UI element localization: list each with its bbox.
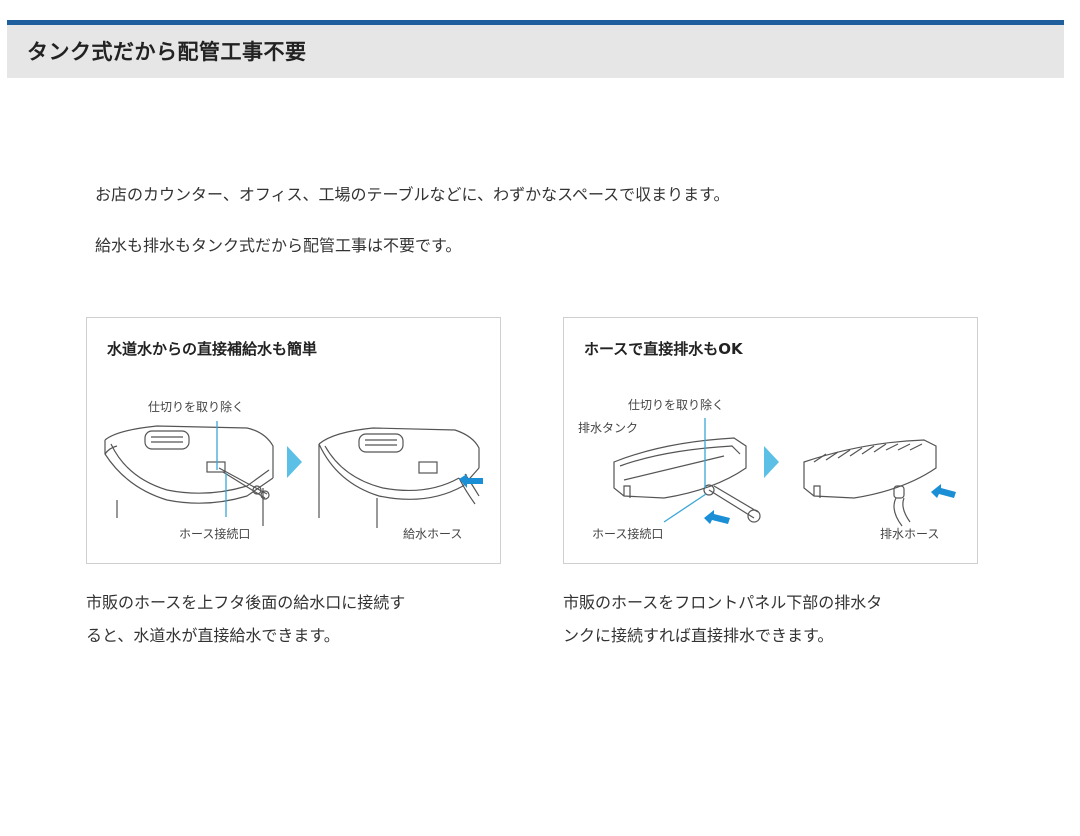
label-drain-tank: 排水タンク [578, 421, 639, 435]
label-remove-divider: 仕切りを取り除く [148, 400, 245, 414]
water-supply-card: 水道水からの直接補給水も簡単 仕切りを取り [86, 317, 501, 564]
caption-line: 市販のホースをフロントパネル下部の排水タ [563, 593, 883, 612]
water-supply-illustration-icon [104, 421, 483, 528]
label-remove-divider: 仕切りを取り除く [628, 398, 725, 412]
label-hose-port: ホース接続口 [592, 527, 664, 541]
label-hose-port: ホース接続口 [179, 527, 251, 541]
card-title: ホースで直接排水もOK [584, 340, 743, 358]
caption-line: 市販のホースを上フタ後面の給水口に接続す [86, 593, 406, 612]
drainage-caption: 市販のホースをフロントパネル下部の排水タ ンクに接続すれば直接排水できます。 [563, 586, 983, 652]
label-supply-hose: 給水ホース [403, 527, 463, 541]
section-header: タンク式だから配管工事不要 [7, 20, 1064, 78]
caption-line: ンクに接続すれば直接排水できます。 [563, 626, 834, 645]
intro-text-2: 給水も排水もタンク式だから配管工事は不要です。 [95, 236, 462, 255]
page-title: タンク式だから配管工事不要 [27, 40, 307, 64]
drainage-illustration-icon [613, 418, 956, 527]
card-title: 水道水からの直接補給水も簡単 [107, 340, 318, 358]
label-drain-hose: 排水ホース [880, 527, 940, 541]
drainage-card: ホースで直接排水もOK 仕切りを取り除く 排水タンク ホース接続口 排水ホー [563, 317, 978, 564]
water-supply-caption: 市販のホースを上フタ後面の給水口に接続す ると、水道水が直接給水できます。 [86, 586, 506, 652]
caption-line: ると、水道水が直接給水できます。 [86, 626, 340, 645]
intro-text-1: お店のカウンター、オフィス、工場のテーブルなどに、わずかなスペースで収まります。 [95, 185, 730, 204]
